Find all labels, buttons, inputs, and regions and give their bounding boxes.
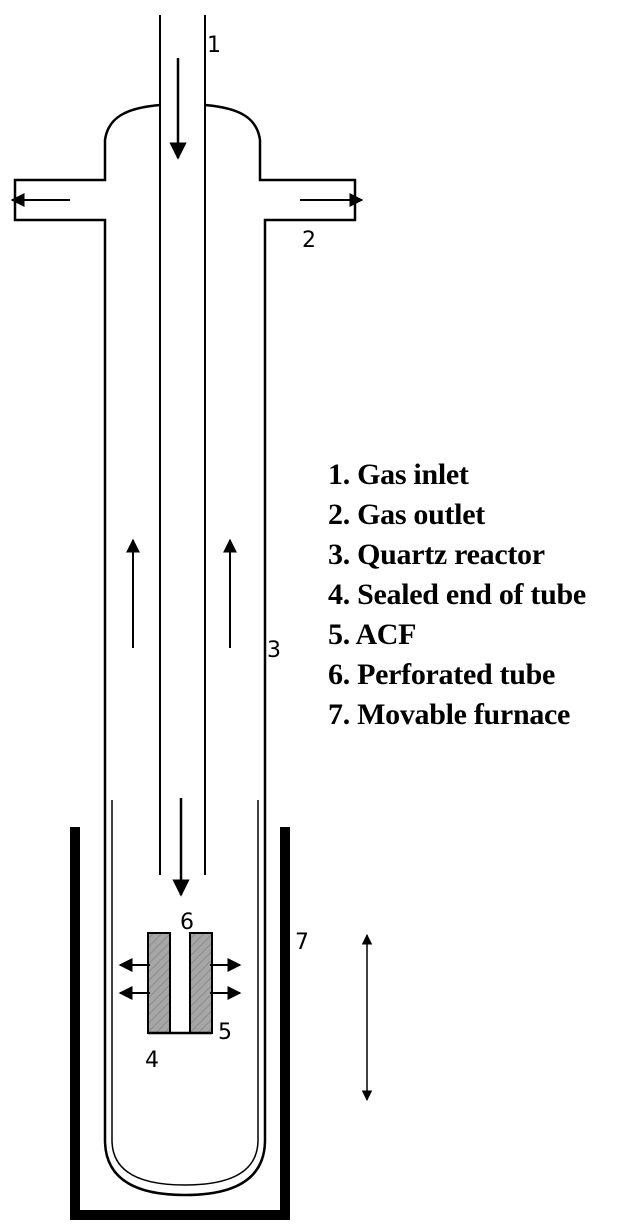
- gas-inlet-tube: [159, 15, 206, 875]
- quartz-reactor-inner: [111, 800, 259, 1186]
- label-4: 4: [145, 1048, 159, 1073]
- radial-flow-arrows: [118, 958, 242, 1000]
- acf-sample: [147, 932, 213, 1035]
- label-3: 3: [267, 638, 281, 663]
- label-5: 5: [218, 1020, 232, 1045]
- label-1: 1: [207, 33, 221, 58]
- legend-item-gas-inlet: 1. Gas inlet: [328, 458, 469, 491]
- label-6: 6: [180, 910, 194, 935]
- label-2: 2: [302, 228, 316, 253]
- quartz-reactor-outer: [13, 103, 357, 1197]
- legend: 1. Gas inlet 2. Gas outlet 3. Quartz rea…: [328, 455, 586, 735]
- legend-item-quartz-reactor: 3. Quartz reactor: [328, 538, 545, 571]
- label-7: 7: [295, 930, 309, 955]
- legend-item-gas-outlet: 2. Gas outlet: [328, 498, 485, 531]
- legend-item-acf: 5. ACF: [328, 618, 417, 651]
- legend-item-perforated-tube: 6. Perforated tube: [328, 658, 556, 691]
- movable-furnace: [70, 827, 290, 1220]
- legend-item-movable-furnace: 7. Movable furnace: [328, 698, 571, 731]
- flow-arrows: [126, 58, 237, 897]
- legend-item-sealed-end: 4. Sealed end of tube: [328, 578, 586, 611]
